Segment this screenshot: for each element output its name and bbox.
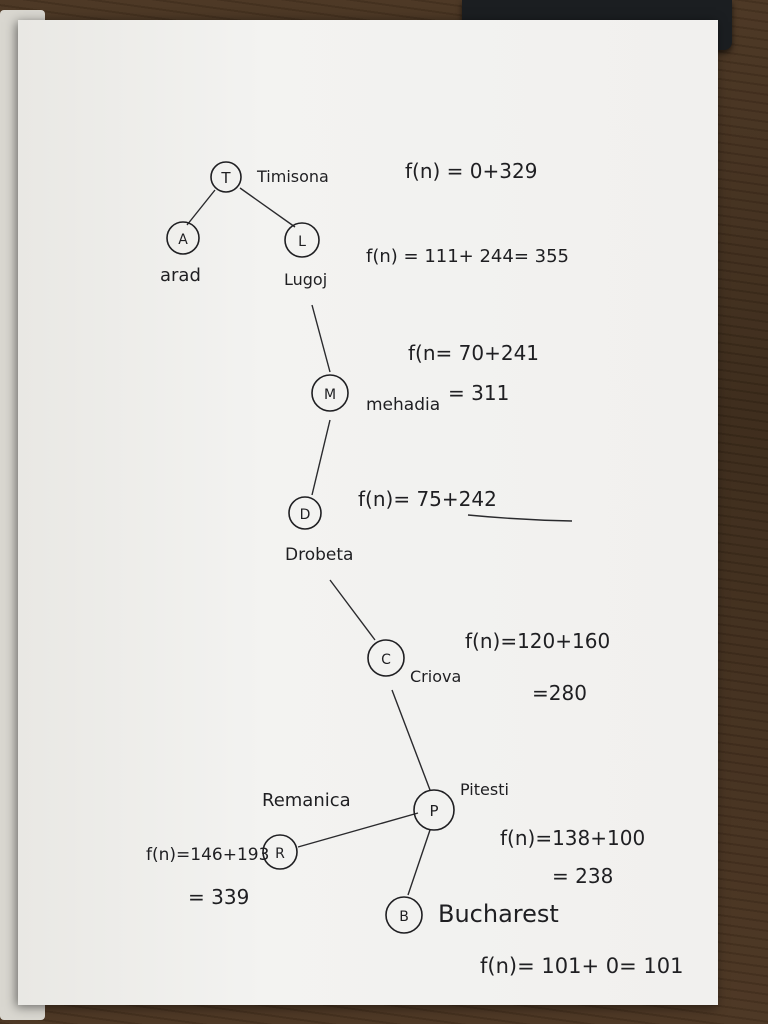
- formula-P-line2: = 238: [552, 864, 613, 888]
- node-letter: T: [220, 169, 231, 187]
- node-letter: L: [298, 234, 306, 250]
- underline-D: [467, 514, 573, 522]
- node-P: P Pitesti: [413, 780, 509, 831]
- node-letter: B: [399, 909, 409, 925]
- node-name: Criova: [410, 667, 461, 686]
- node-letter: A: [178, 232, 188, 248]
- node-name: arad: [160, 265, 201, 286]
- node-A: A arad: [160, 221, 201, 286]
- formula-T: f(n) = 0+329: [405, 159, 537, 183]
- node-letter: R: [275, 846, 285, 862]
- edge-C-P: [391, 689, 431, 791]
- edge-P-B: [407, 829, 431, 896]
- node-B: B Bucharest: [385, 896, 559, 934]
- formula-M-line1: f(n= 70+241: [408, 341, 539, 365]
- edge-D-C: [329, 579, 376, 641]
- formula-D: f(n)= 75+242: [358, 487, 497, 511]
- node-letter: P: [429, 802, 438, 820]
- formula-C-line1: f(n)=120+160: [465, 629, 610, 653]
- formula-B: f(n)= 101+ 0= 101: [480, 954, 683, 978]
- node-name: Timisona: [256, 167, 329, 186]
- formula-C-line2: =280: [532, 681, 587, 705]
- paper-sheet: [18, 20, 718, 1005]
- node-name: Remanica: [262, 790, 351, 811]
- node-M: M mehadia: [311, 374, 440, 415]
- node-name: Bucharest: [438, 900, 559, 928]
- formula-M-line2: = 311: [448, 381, 509, 405]
- edge-T-A: [186, 189, 216, 226]
- formula-R-line2: = 339: [188, 885, 249, 909]
- formula-L: f(n) = 111+ 244= 355: [366, 246, 569, 267]
- edge-M-D: [311, 419, 331, 496]
- node-letter: C: [381, 652, 391, 668]
- node-C: C Criova: [367, 639, 461, 686]
- edge-P-R: [297, 812, 419, 848]
- formula-R-line1: f(n)=146+193: [146, 845, 269, 865]
- edge-L-M: [311, 304, 331, 373]
- node-name: Drobeta: [285, 545, 353, 565]
- node-D: D Drobeta: [285, 496, 353, 565]
- node-name: Pitesti: [460, 780, 509, 799]
- node-letter: D: [300, 507, 311, 523]
- node-name: Lugoj: [284, 270, 327, 289]
- node-L: L Lugoj: [284, 222, 327, 289]
- formula-P-line1: f(n)=138+100: [500, 826, 645, 850]
- edge-T-L: [239, 187, 296, 228]
- node-R: R Remanica: [262, 790, 351, 870]
- node-name: mehadia: [366, 395, 440, 415]
- node-letter: M: [324, 387, 336, 403]
- node-T: T Timisona: [210, 161, 329, 193]
